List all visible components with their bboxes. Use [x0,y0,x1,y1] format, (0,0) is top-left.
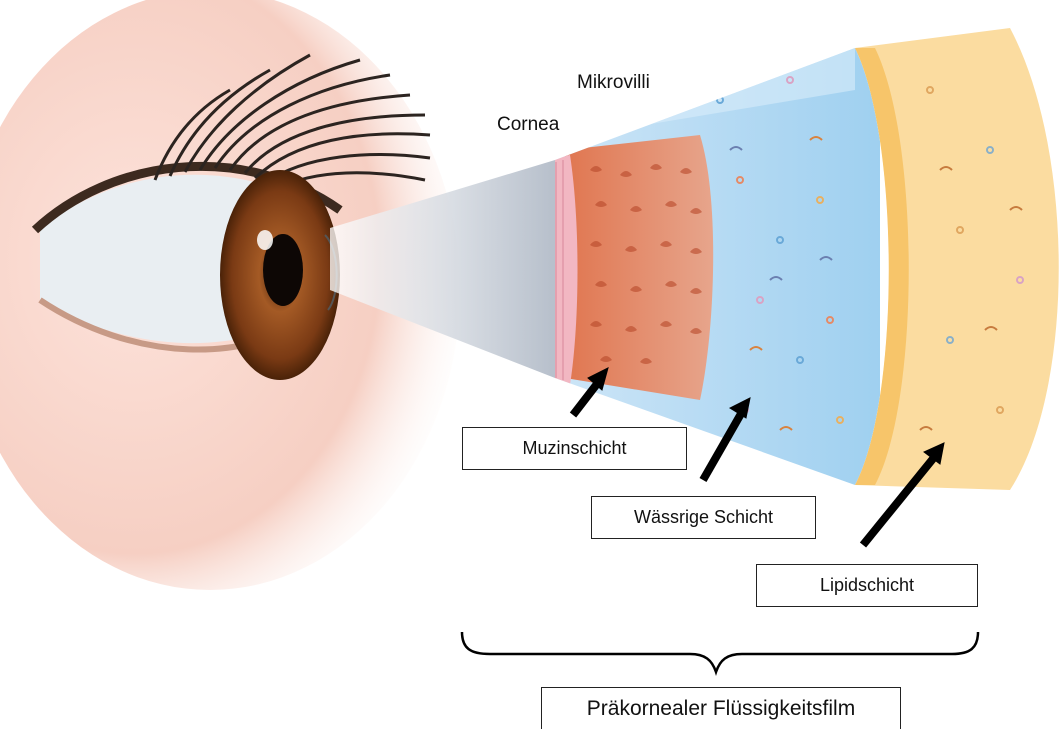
label-lipidschicht: Lipidschicht [756,564,978,607]
mucin-layer [565,135,713,400]
brace [462,632,978,672]
label-praekornealer-film: Präkornealer Flüssigkeitsfilm [541,687,901,729]
label-cornea: Cornea [497,114,559,136]
eye-highlight [257,230,273,250]
label-muzinschicht: Muzinschicht [462,427,687,470]
lipid-layer [850,20,1062,500]
label-waessrige-schicht: Wässrige Schicht [591,496,816,539]
label-mikrovilli: Mikrovilli [577,72,650,94]
